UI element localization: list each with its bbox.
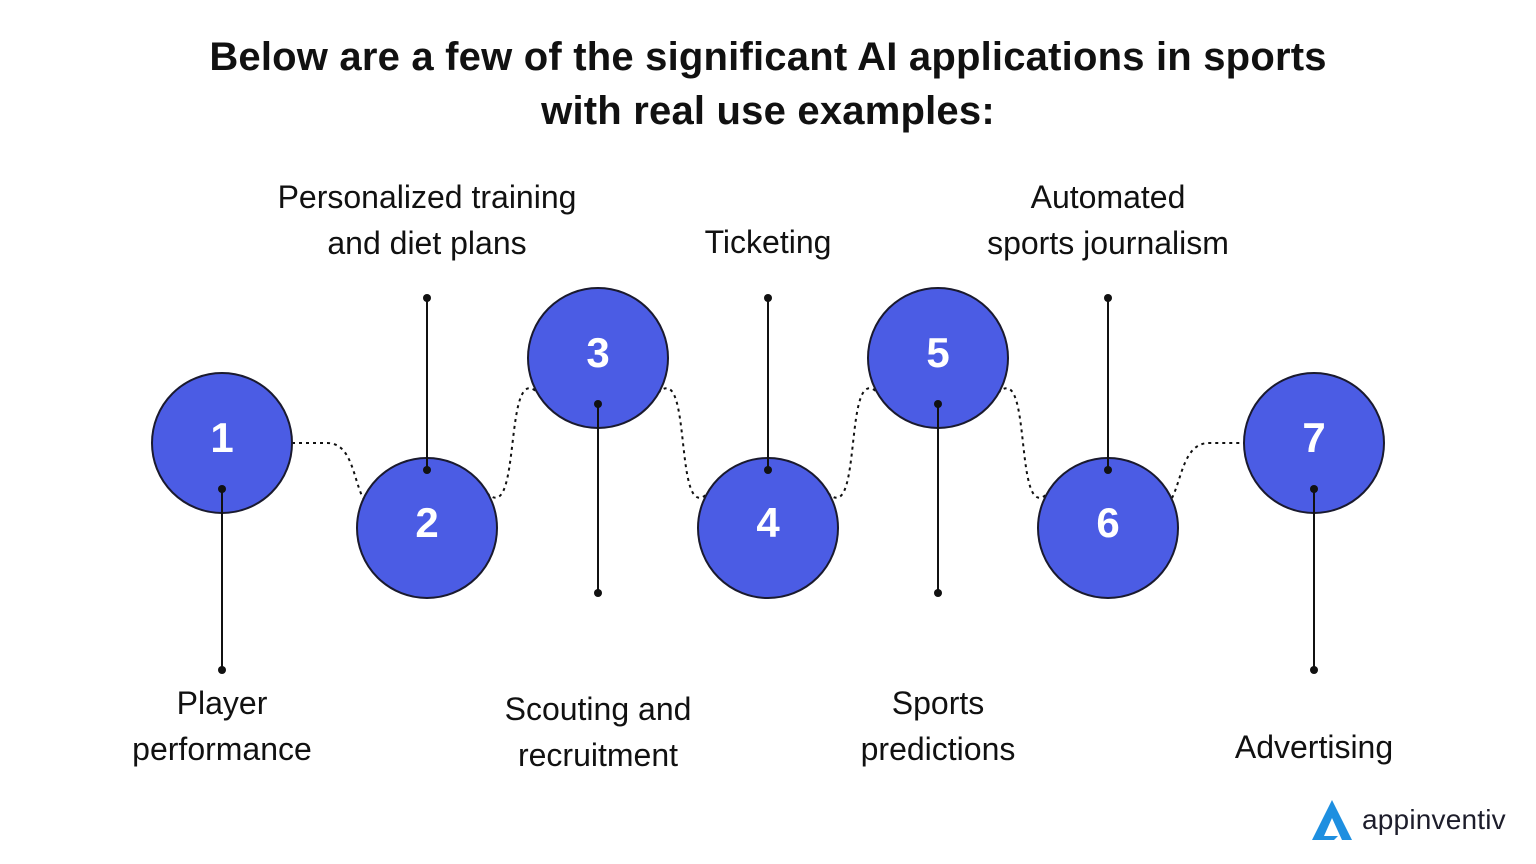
step-label-7: Advertising — [1235, 724, 1393, 770]
step-number-2: 2 — [415, 499, 438, 546]
leader-dot-inner-2 — [423, 466, 431, 474]
leader-dot-inner-6 — [1104, 466, 1112, 474]
step-label-1-line-1: Player — [176, 685, 268, 721]
step-label-6: Automated sports journalism — [987, 174, 1229, 266]
leader-dot-inner-7 — [1310, 485, 1318, 493]
connector-dotted-4-5 — [827, 387, 879, 499]
step-label-3-line-2: recruitment — [517, 737, 679, 773]
step-label-1: Player performance — [132, 680, 312, 772]
leader-dot-outer-5 — [934, 589, 942, 597]
leader-dot-inner-5 — [934, 400, 942, 408]
connector-dotted-6-7 — [1171, 442, 1244, 499]
leader-dot-inner-4 — [764, 466, 772, 474]
step-number-7: 7 — [1302, 414, 1325, 461]
step-label-4: Ticketing — [705, 219, 832, 265]
step-label-5-line-1: Sports — [891, 685, 985, 721]
step-label-4-line-1: Ticketing — [704, 224, 832, 260]
connector-dotted-3-4 — [657, 387, 709, 499]
step-label-1-line-2: performance — [132, 731, 312, 767]
leader-dot-outer-7 — [1310, 666, 1318, 674]
leader-dot-outer-2 — [423, 294, 431, 302]
step-label-6-line-2: sports journalism — [987, 225, 1229, 261]
step-label-2: Personalized training and diet plans — [278, 174, 577, 266]
step-label-3: Scouting and recruitment — [505, 686, 692, 778]
connector-dotted-5-6 — [997, 387, 1049, 499]
title-line-2: with real use examples: — [541, 89, 995, 133]
leader-dot-inner-3 — [594, 400, 602, 408]
step-number-4: 4 — [756, 499, 780, 546]
leader-dot-inner-1 — [218, 485, 226, 493]
brand-logo: appinventiv — [1308, 796, 1506, 844]
step-label-6-line-1: Automated — [1030, 179, 1186, 215]
step-number-5: 5 — [926, 329, 949, 376]
appinventiv-logo-icon — [1312, 800, 1352, 840]
step-number-6: 6 — [1096, 499, 1119, 546]
step-label-7-line-1: Advertising — [1234, 729, 1394, 765]
leader-dot-outer-6 — [1104, 294, 1112, 302]
step-label-3-line-1: Scouting and — [504, 691, 692, 727]
step-label-5: Sports predictions — [861, 680, 1016, 772]
step-number-3: 3 — [586, 329, 609, 376]
title-line-1: Below are a few of the significant AI ap… — [209, 35, 1327, 79]
leader-dot-outer-3 — [594, 589, 602, 597]
step-label-2-line-2: and diet plans — [327, 225, 527, 261]
connector-dotted-2-3 — [486, 387, 539, 499]
leader-dot-outer-1 — [218, 666, 226, 674]
leader-dot-outer-4 — [764, 294, 772, 302]
connector-dotted-1-2 — [292, 442, 364, 499]
step-number-1: 1 — [210, 414, 233, 461]
page-title: Below are a few of the significant AI ap… — [0, 30, 1536, 138]
step-label-2-line-1: Personalized training — [277, 179, 577, 215]
brand-name: appinventiv — [1362, 804, 1506, 835]
step-label-5-line-2: predictions — [860, 731, 1016, 767]
